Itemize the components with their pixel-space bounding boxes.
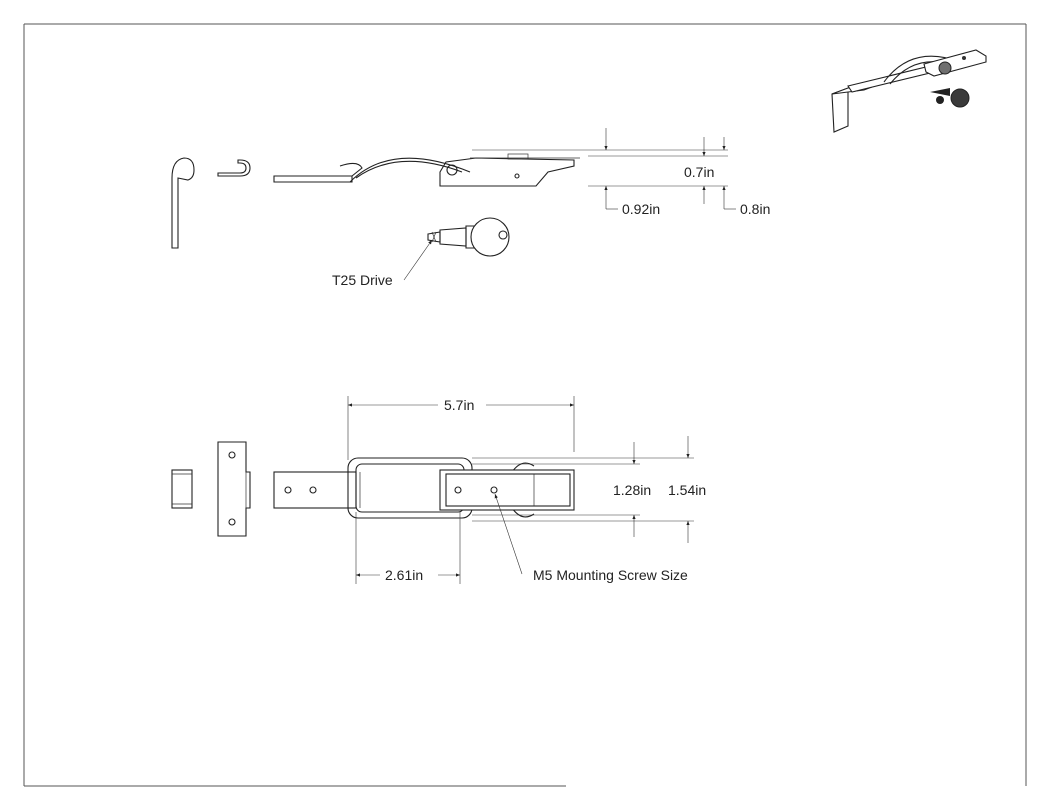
dim-label-5-7: 5.7in: [444, 397, 474, 413]
top-view-latch: [273, 457, 575, 519]
dim-label-1-28: 1.28in: [613, 482, 651, 498]
top-view-block: [171, 469, 193, 509]
isometric-view: [831, 49, 987, 133]
side-view-keeper: [217, 159, 251, 177]
m5-screw-label: M5 Mounting Screw Size: [533, 567, 688, 583]
t25-leader-line: [403, 239, 433, 281]
dim-label-1-54: 1.54in: [668, 482, 706, 498]
t25-drive-label: T25 Drive: [332, 272, 393, 288]
top-dimension-lines: [472, 128, 736, 210]
side-view-screw: [427, 217, 510, 257]
m5-leader-line: [494, 493, 523, 575]
dim-label-0-7: 0.7in: [684, 164, 714, 180]
drawing-frame: [23, 23, 1027, 787]
top-view-keeper-plate: [217, 441, 251, 537]
side-view-hook: [171, 157, 195, 249]
bottom-dimension-lines: [347, 396, 694, 584]
dim-label-0-8: 0.8in: [740, 201, 770, 217]
dim-label-0-92: 0.92in: [622, 201, 660, 217]
dim-label-2-61: 2.61in: [385, 567, 423, 583]
side-view-latch: [273, 153, 580, 187]
